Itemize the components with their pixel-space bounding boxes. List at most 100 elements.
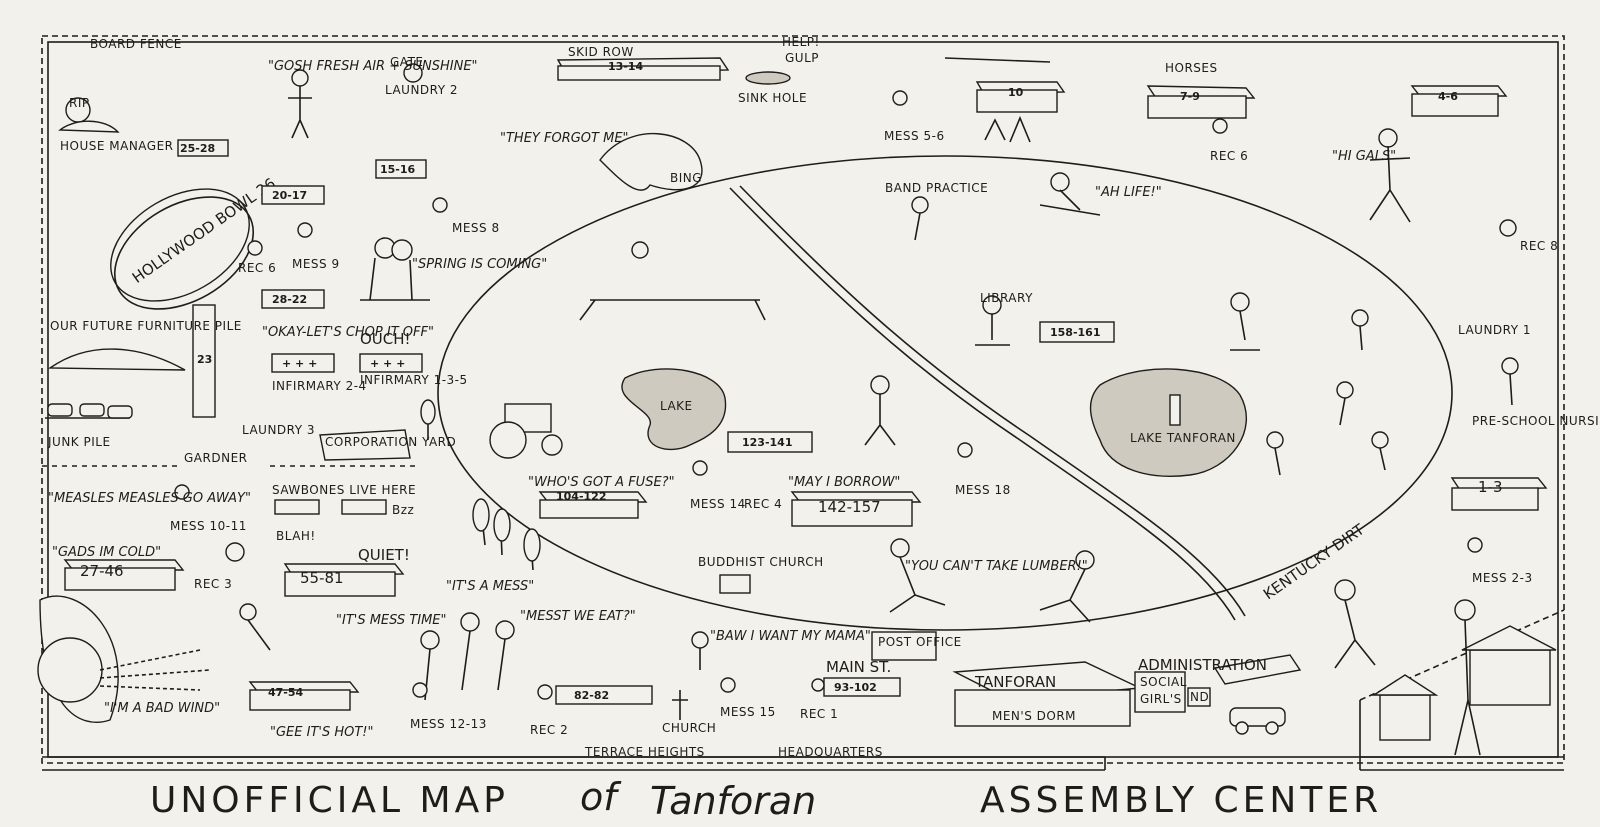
infirmary-2-4-cross: + + +	[282, 357, 317, 370]
headquarters-label: HEADQUARTERS	[778, 745, 883, 759]
building-55-81	[283, 563, 405, 597]
building-27-46	[63, 559, 185, 591]
mess-8-label: MESS 8	[452, 221, 500, 235]
gulp-label: GULP	[785, 51, 819, 65]
building-13-14-label: 13-14	[608, 60, 644, 73]
nd-building	[1187, 687, 1211, 707]
horses-label: HORSES	[1165, 61, 1218, 75]
mess-9-label: MESS 9	[292, 257, 340, 271]
quote-okay: "OKAY-LET'S CHOP IT OFF"	[262, 325, 434, 340]
gate-label: GATE	[390, 55, 424, 69]
building-93-102-label: 93-102	[834, 681, 877, 694]
horse-icon	[599, 133, 703, 191]
post-office-label: POST OFFICE	[878, 635, 962, 649]
board-fence-label: BOARD FENCE	[90, 37, 182, 51]
quote-messt-we-eat: "MESST WE EAT?"	[520, 609, 636, 624]
quote-gosh: "GOSH FRESH AIR + SUNSHINE"	[268, 59, 478, 74]
guard-buildings	[1371, 625, 1557, 741]
rec-3-label: REC 3	[194, 577, 232, 591]
building-23-label: 23	[197, 353, 212, 366]
junk-car-icon-3	[107, 405, 133, 419]
bzz-label: Bzz	[392, 503, 414, 517]
building-142-157-label: 142-157	[818, 498, 881, 516]
building-47-54	[248, 681, 360, 711]
building-82-82	[555, 685, 653, 705]
building-1-3	[1450, 477, 1548, 511]
quote-baw: "BAW I WANT MY MAMA"	[710, 629, 871, 644]
laundry-2-label: LAUNDRY 2	[385, 83, 458, 97]
junk-car-icon	[47, 403, 73, 417]
band-practice-label: BAND PRACTICE	[885, 181, 988, 195]
skid-row-label: SKID ROW	[568, 45, 634, 59]
building-10-label: 10	[1008, 86, 1024, 99]
laundry-3-label: LAUNDRY 3	[242, 423, 315, 437]
mess-10-11-label: MESS 10-11	[170, 519, 247, 533]
buddhist-church-label: BUDDHIST CHURCH	[698, 555, 824, 569]
rec-6-left-label: REC 6	[238, 261, 276, 275]
sawbones-building-a	[274, 499, 320, 515]
quote-gads: "GADS IM COLD"	[52, 545, 161, 560]
infirmary-2-4-building	[271, 353, 335, 373]
quote-whos-got: "WHO'S GOT A FUSE?"	[528, 475, 675, 490]
mess-14-label: MESS 14	[690, 497, 746, 511]
infirmary-1-3-5-cross: + + +	[370, 357, 405, 370]
building-7-9	[1146, 85, 1256, 119]
sawbones-building-b	[341, 499, 387, 515]
infirmary-1-3-5-building	[359, 353, 423, 373]
house-manager-label: HOUSE MANAGER	[60, 139, 174, 153]
quote-you-cant: "YOU CAN'T TAKE LUMBER!"	[905, 559, 1088, 574]
mens-dorm	[952, 661, 1143, 727]
church-label: CHURCH	[662, 721, 716, 735]
rec-1-label: REC 1	[800, 707, 838, 721]
building-123-141-label: 123-141	[742, 436, 793, 449]
lake-tower	[1169, 394, 1181, 426]
building-104-122	[538, 491, 648, 519]
title-of: of	[580, 775, 622, 819]
building-4-6-label: 4-6	[1438, 90, 1458, 103]
rip-label: RIP	[69, 96, 90, 110]
lake-label: LAKE	[660, 399, 693, 413]
quote-mess-time: "IT'S MESS TIME"	[336, 613, 447, 628]
building-158-161	[1039, 321, 1115, 343]
building-55-81-label: 55-81	[300, 569, 344, 587]
hollywood-bowl	[110, 188, 255, 310]
rec-8-label: REC 8	[1520, 239, 1558, 253]
rec-6-right-label: REC 6	[1210, 149, 1248, 163]
title-assembly-center: ASSEMBLY CENTER	[980, 780, 1382, 821]
quote-gee-hot: "GEE IT'S HOT!"	[270, 725, 374, 740]
mess-18-label: MESS 18	[955, 483, 1011, 497]
building-82-82-label: 82-82	[574, 689, 609, 702]
bing-label: BING	[670, 171, 702, 185]
infirmary-2-4-label: INFIRMARY 2-4	[272, 379, 367, 393]
diagonal-path	[729, 187, 1236, 621]
race-track	[437, 155, 1453, 631]
blah-label: BLAH!	[276, 529, 316, 543]
building-23	[192, 304, 216, 418]
building-104-122-label: 104-122	[556, 490, 607, 503]
board-fence	[41, 35, 1565, 771]
administration-building	[1213, 654, 1302, 685]
corporation-yard-label: CORPORATION YARD	[325, 435, 456, 449]
buddhist-church-building	[719, 574, 751, 594]
building-13-14	[556, 57, 730, 81]
building-20-17	[261, 185, 325, 205]
library-label: LIBRARY	[980, 291, 1033, 305]
girls-label: GIRL'S	[1140, 692, 1182, 706]
tanforan-building-label: TANFORAN	[974, 673, 1056, 691]
title-unofficial-map: UNOFFICIAL MAP	[150, 780, 509, 821]
lake-tanforan	[1089, 368, 1247, 477]
laundry-1-label: LAUNDRY 1	[1458, 323, 1531, 337]
mens-dorm-label: MEN'S DORM	[992, 709, 1076, 723]
terrace-heights-label: TERRACE HEIGHTS	[584, 745, 705, 759]
mess-2-3-label: MESS 2-3	[1472, 571, 1533, 585]
sink-hole	[745, 71, 791, 85]
title-tanforan: Tanforan	[650, 779, 816, 823]
junk-car-icon-2	[79, 403, 105, 417]
rec-2-label: REC 2	[530, 723, 568, 737]
building-15-16	[375, 159, 427, 179]
junk-pile-label: JUNK PILE	[47, 435, 111, 449]
mess-12-13-label: MESS 12-13	[410, 717, 487, 731]
mess-5-6-label: MESS 5-6	[884, 129, 945, 143]
furniture-pile-label: OUR FUTURE FURNITURE PILE	[50, 319, 242, 333]
pre-school-label: PRE-SCHOOL NURSING	[1472, 414, 1600, 428]
